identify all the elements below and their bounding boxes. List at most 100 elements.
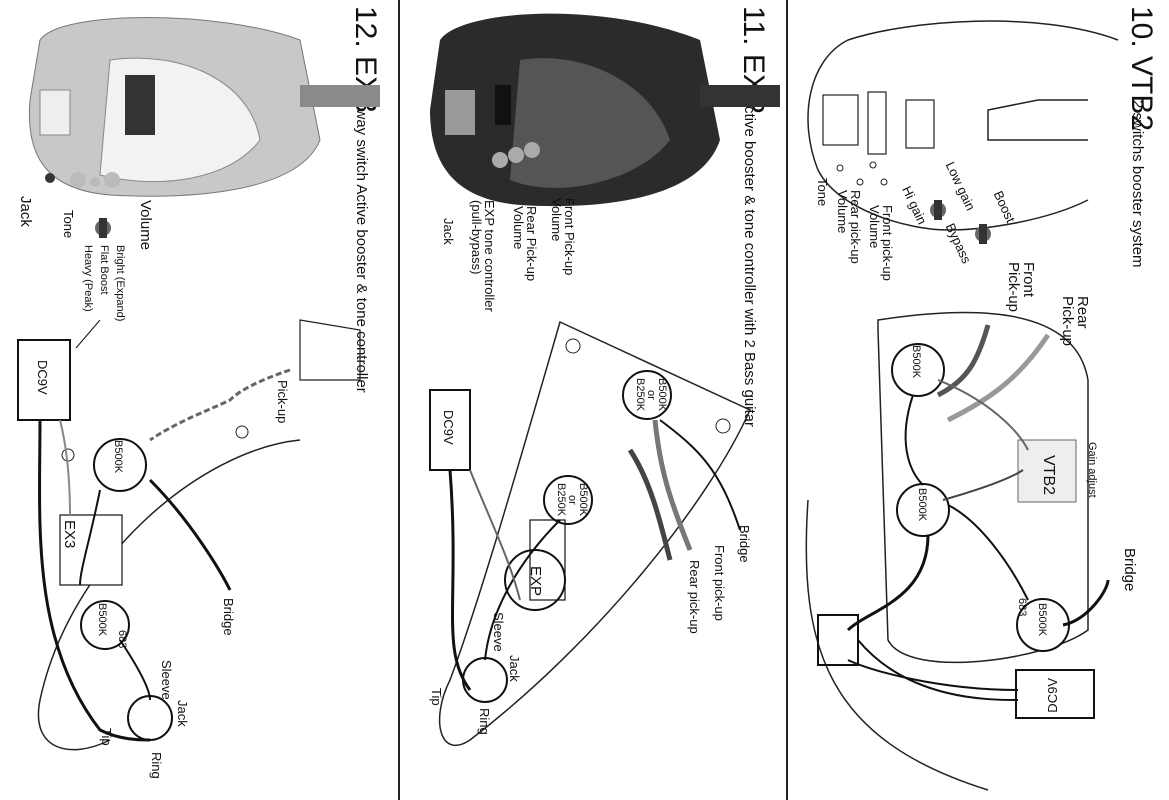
- toggle-switch-icon: [930, 200, 946, 220]
- panel-divider: [786, 0, 788, 800]
- label-jack-output: Jack: [175, 700, 190, 727]
- label-module: VTB2: [1040, 455, 1057, 496]
- wire: [484, 519, 561, 661]
- pickup-outline: [867, 91, 887, 155]
- wire: [857, 639, 1019, 701]
- ex3-diagram: [17, 17, 380, 751]
- panel-title: 10. VTB2: [1125, 6, 1158, 132]
- label-sleeve: Sleeve: [491, 612, 506, 652]
- wire: [1062, 579, 1110, 627]
- panel-subtitle: 3 way switch Active booster & tone contr…: [353, 96, 370, 393]
- toggle-switch-icon: [975, 224, 991, 244]
- label-module: EX3: [61, 520, 78, 549]
- label-front-pickup-volume: Front pick-up Volume: [867, 205, 895, 281]
- pickguard: [510, 58, 670, 188]
- pickup-outline: [822, 94, 859, 146]
- label-heavy: Heavy (Peak): [82, 245, 94, 312]
- label-bridge: Bridge: [1121, 548, 1138, 592]
- knob: [70, 172, 86, 188]
- battery: [1015, 669, 1095, 719]
- label-battery: DC9V: [441, 410, 456, 445]
- pot-b500k: [80, 600, 130, 650]
- label-front-pickup: Front pick-up: [712, 545, 727, 621]
- knob: [508, 147, 524, 163]
- pot-b500k: [93, 438, 147, 492]
- label-pot: B500K: [112, 440, 124, 474]
- wire: [659, 419, 741, 531]
- label-pot: B500K or B250K: [555, 483, 589, 517]
- label-exp-tone: EXP tone controller (pull-bypass): [469, 200, 497, 312]
- control-plate-outline: [438, 320, 751, 747]
- label-volume: Volume: [137, 200, 154, 251]
- panel-exp: 11. EXP Active booster & tone controller…: [400, 0, 786, 800]
- vtb2-diagram: [805, 20, 1119, 791]
- knob: [104, 172, 120, 188]
- label-pot: B500K: [1036, 603, 1048, 637]
- wire: [627, 448, 673, 561]
- label-module: EXP: [527, 566, 544, 597]
- label-jack: Jack: [441, 218, 456, 245]
- label-front-pickup: Front Pick-up: [1005, 262, 1037, 313]
- control-cavity-outline: [299, 319, 361, 381]
- knob: [524, 142, 540, 158]
- wire: [38, 419, 151, 742]
- label-ring: Ring: [149, 752, 164, 779]
- control-cavity-outline: [877, 311, 1089, 664]
- pickup-outline: [905, 99, 935, 149]
- label-tip: Tip: [99, 728, 114, 746]
- wire: [59, 419, 71, 516]
- label-pot: B500K or B250K: [634, 378, 668, 412]
- label-jack: Jack: [17, 196, 34, 227]
- label-pot: B500K: [910, 345, 922, 379]
- panel-subtitle: 2 switchs booster system: [1129, 100, 1146, 268]
- battery: [429, 389, 471, 471]
- wire: [947, 504, 1029, 601]
- wire: [149, 368, 291, 442]
- wire: [942, 469, 1024, 501]
- wire: [937, 379, 1029, 451]
- panel-vtb2: 10. VTB2 2 switchs booster system: [788, 0, 1169, 800]
- exp-diagram: [429, 13, 780, 747]
- label-tip: Tip: [429, 688, 444, 706]
- label-battery: DC9V: [1045, 678, 1060, 713]
- label-ring: Ring: [477, 708, 492, 735]
- label-rear-pickup: Rear Pick-up: [1059, 296, 1091, 347]
- label-tone: Tone: [815, 178, 830, 207]
- label-sleeve: Sleeve: [159, 660, 174, 700]
- panel-divider: [398, 0, 400, 800]
- label-jack-output: Jack: [507, 655, 522, 682]
- wire: [846, 534, 930, 632]
- label-pot: B500K: [916, 488, 928, 522]
- wire: [936, 324, 991, 398]
- wire: [652, 419, 693, 551]
- label-cap: 683: [116, 630, 128, 649]
- label-rear-pickup: Rear pick-up: [687, 560, 702, 634]
- exp-pcb: [529, 519, 566, 601]
- pot-b500k: [891, 343, 945, 397]
- battery: [17, 339, 71, 421]
- label-battery: DC9V: [35, 360, 50, 395]
- toggle-switch-icon: [95, 218, 111, 238]
- label-gain-adjust: Gain adjust: [1086, 442, 1098, 498]
- neck: [300, 85, 380, 107]
- knob: [90, 177, 100, 187]
- panel-subtitle: Active booster & tone controller with 2 …: [741, 96, 758, 427]
- label-bright: Bright (Expand): [114, 245, 126, 322]
- wire: [79, 489, 101, 586]
- wire: [148, 478, 232, 591]
- wire: [448, 469, 472, 691]
- vtb2-module: [1017, 439, 1077, 503]
- wire: [904, 394, 924, 486]
- output-jack: [127, 695, 173, 741]
- pot: [622, 370, 672, 420]
- label-bridge: Bridge: [221, 598, 236, 636]
- label-rear-pickup-volume: Rear pick-up Volume: [835, 190, 863, 264]
- pot: [543, 475, 593, 525]
- wire: [946, 333, 1051, 423]
- knob: [492, 152, 508, 168]
- panel-ex3: 12. EX3 3 way switch Active booster & to…: [0, 0, 398, 800]
- label-bridge: Bridge: [737, 525, 752, 563]
- pot-b500k: [1016, 598, 1070, 652]
- output-jack: [817, 614, 859, 666]
- output-jack: [462, 657, 508, 703]
